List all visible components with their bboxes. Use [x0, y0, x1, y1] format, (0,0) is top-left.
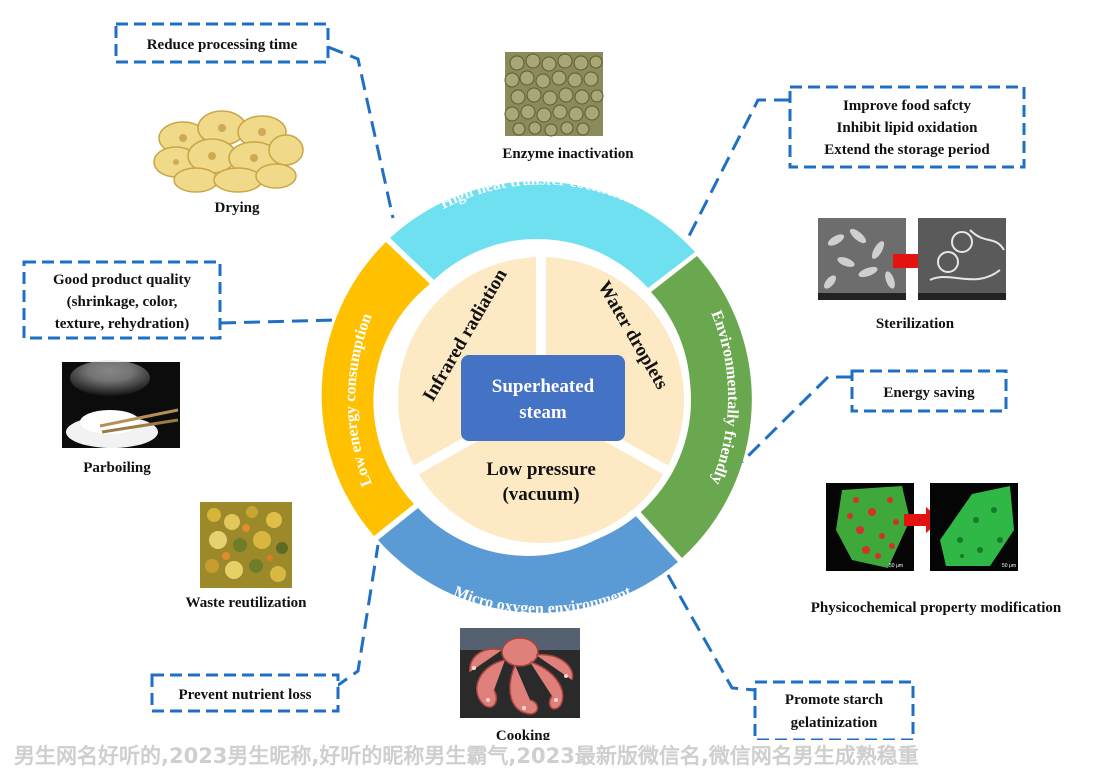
svg-text:Reduce processing time: Reduce processing time	[147, 37, 298, 53]
connector-reduce-time	[327, 45, 395, 219]
photo-sem-images	[818, 218, 1006, 300]
callout-reduce-time: Reduce processing time	[114, 22, 330, 64]
connector-energy-saving	[740, 375, 852, 464]
photo-buckwheat	[504, 52, 604, 137]
callout-energy-saving: Energy saving	[850, 369, 1008, 413]
photo-banana-chips	[153, 110, 304, 193]
label-enzyme: Enzyme inactivation	[502, 146, 634, 162]
svg-text:50 μm: 50 μm	[1002, 563, 1016, 569]
photo-rice	[62, 360, 180, 448]
sector-low-pressure-1: Low pressure	[486, 459, 596, 480]
photo-octopus	[460, 628, 580, 718]
label-drying: Drying	[215, 200, 261, 216]
footer-watermark: 男生网名好听的,2023男生昵称,好听的昵称男生霸气,2023最新版微信名,微信…	[14, 744, 919, 768]
label-physicochemical: Physicochemical property modification	[811, 600, 1062, 616]
callout-food-safety: Improve food safcty Inhibit lipid oxidat…	[788, 85, 1026, 169]
label-cooking: Cooking	[496, 728, 551, 740]
svg-text:Good product quality: Good product quality	[53, 272, 192, 288]
sector-low-pressure-2: (vacuum)	[502, 484, 579, 505]
connector-food-safety	[686, 98, 790, 239]
photo-confocal-images: 50 μm 50 μm	[826, 483, 1018, 571]
core-box	[461, 355, 625, 441]
svg-text:Promote starch: Promote starch	[785, 692, 884, 708]
connector-quality	[219, 318, 336, 325]
svg-text:Energy saving: Energy saving	[883, 385, 975, 401]
svg-text:Extend the storage period: Extend the storage period	[824, 142, 990, 158]
ring-segment-bottom	[378, 508, 678, 613]
svg-text:50 μm: 50 μm	[889, 563, 903, 569]
photo-food-waste	[200, 502, 292, 588]
callout-quality: Good product quality (shrinkage, color, …	[22, 260, 222, 340]
svg-text:Inhibit lipid oxidation: Inhibit lipid oxidation	[837, 120, 979, 136]
connector-nutrient	[333, 544, 380, 690]
svg-text:gelatinization: gelatinization	[791, 715, 878, 731]
label-sterilization: Sterilization	[876, 316, 955, 332]
superheated-steam-diagram: Superheated steam Infrared radiation Wat…	[22, 22, 1062, 740]
core-line-2: steam	[519, 402, 567, 423]
ring-segment-left	[321, 242, 430, 536]
callout-nutrient: Prevent nutrient loss	[150, 673, 340, 713]
connector-starch	[666, 574, 756, 692]
callout-starch: Promote starch gelatinization	[753, 680, 915, 740]
svg-text:texture, rehydration): texture, rehydration)	[55, 316, 189, 332]
svg-text:(shrinkage, color,: (shrinkage, color,	[67, 294, 178, 310]
core-line-1: Superheated	[492, 376, 595, 397]
svg-text:Prevent nutrient loss: Prevent nutrient loss	[178, 687, 311, 703]
svg-text:Improve food safcty: Improve food safcty	[843, 98, 972, 114]
ring-segment-top	[390, 181, 695, 288]
label-waste: Waste reutilization	[186, 595, 308, 611]
label-parboiling: Parboiling	[83, 460, 151, 476]
